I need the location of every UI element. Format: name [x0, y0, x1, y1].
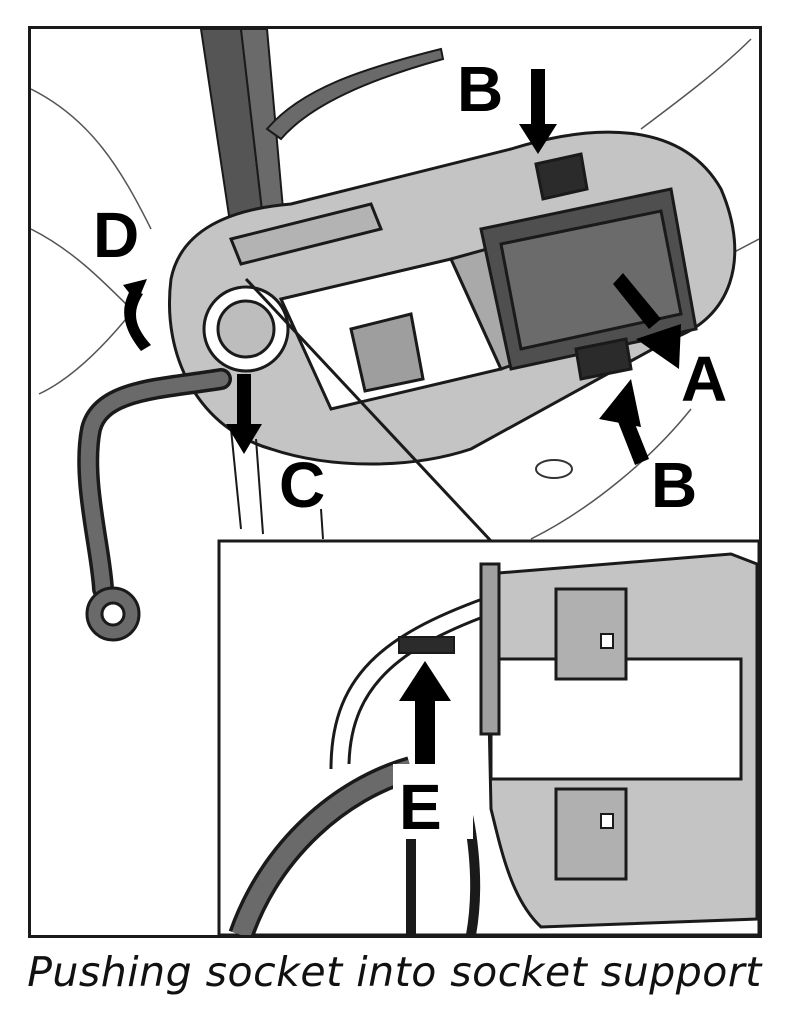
figure-caption: Pushing socket into socket support: [27, 948, 762, 996]
illustration-frame: B D A B C: [28, 26, 762, 938]
callout-e: E: [399, 771, 442, 843]
callout-b-top: B: [457, 53, 503, 125]
socket: [479, 152, 698, 381]
arrow-b-top: [519, 69, 557, 154]
arrow-d: [123, 279, 151, 351]
arrow-a: [613, 273, 681, 369]
inset-detail: E: [217, 539, 759, 935]
arrow-e: [399, 661, 451, 764]
ground-cable: [77, 368, 232, 642]
socket-assembly-illustration: B D A B C: [31, 29, 759, 935]
arrow-c: [226, 374, 262, 454]
leader-line: [244, 277, 493, 543]
callout-d: D: [93, 199, 139, 271]
callout-a: A: [681, 343, 727, 415]
callout-c: C: [279, 449, 325, 521]
callout-b-bottom: B: [651, 449, 697, 521]
arrow-b-bottom: [599, 379, 649, 465]
